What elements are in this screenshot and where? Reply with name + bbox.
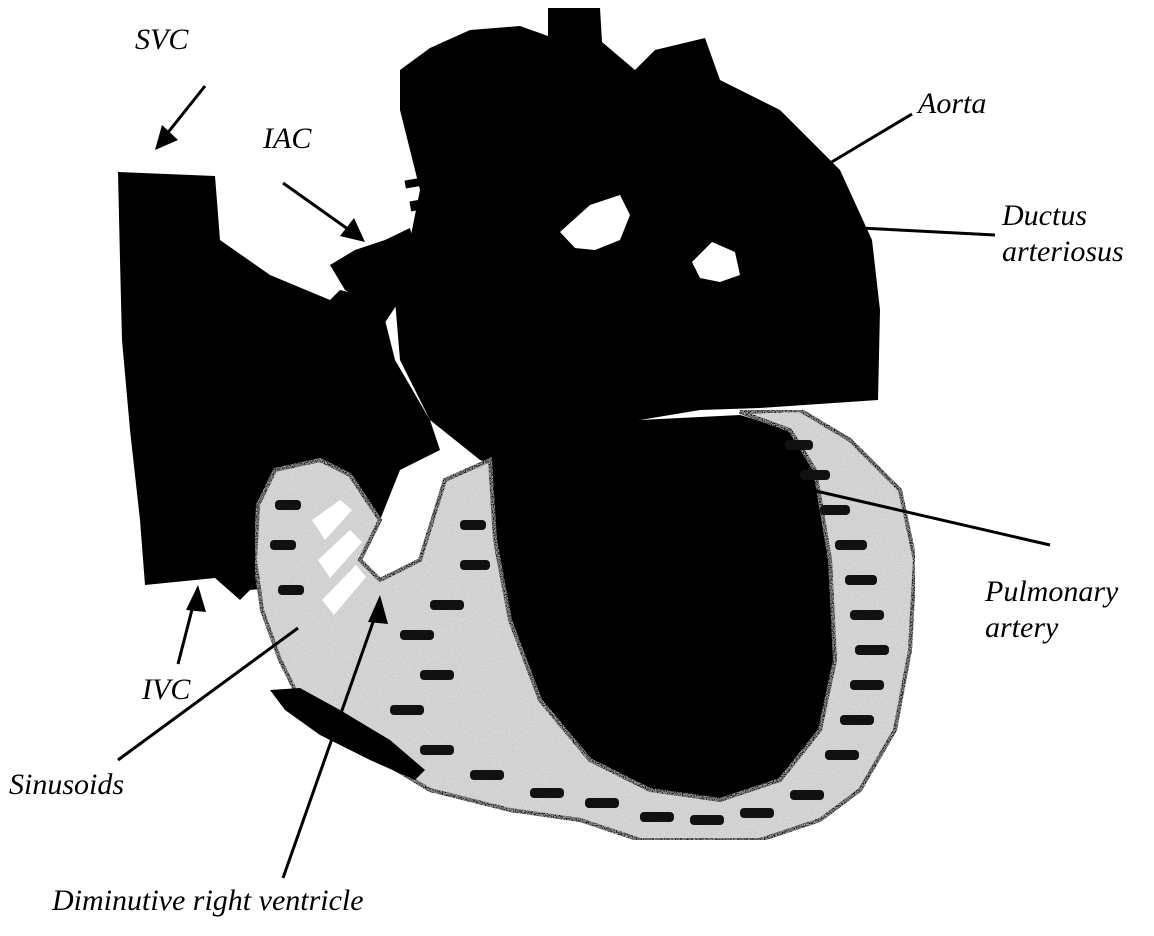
label-ductus-arteriosus: Ductus arteriosus bbox=[1002, 198, 1124, 270]
label-svc: SVC bbox=[135, 22, 188, 58]
label-pulmonary-artery: Pulmonary artery bbox=[985, 574, 1118, 646]
label-diminutive-right-ventricle: Diminutive right ventricle bbox=[52, 883, 364, 919]
label-ivc: IVC bbox=[142, 672, 190, 708]
label-pulmonary-line2: artery bbox=[985, 610, 1118, 646]
label-pulmonary-line1: Pulmonary bbox=[985, 574, 1118, 610]
aorta-and-arch bbox=[395, 8, 880, 470]
label-iac: IAC bbox=[263, 121, 311, 157]
label-sinusoids: Sinusoids bbox=[9, 767, 124, 803]
label-ductus-line1: Ductus bbox=[1002, 198, 1124, 234]
label-ductus-line2: arteriosus bbox=[1002, 234, 1124, 270]
label-aorta: Aorta bbox=[918, 86, 986, 122]
